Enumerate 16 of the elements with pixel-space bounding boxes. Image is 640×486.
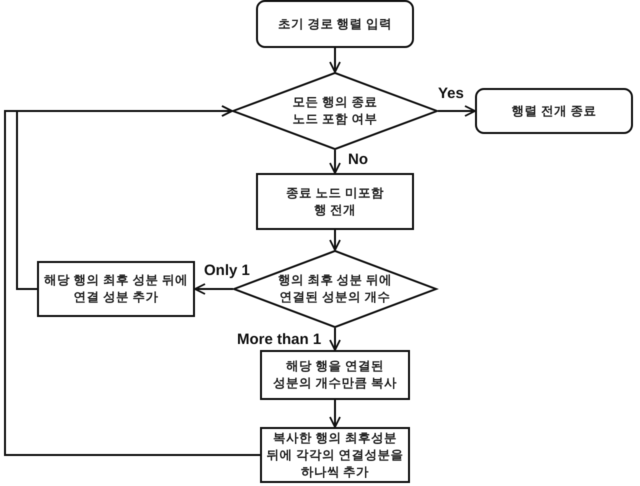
decision-diamond: 모든 행의 종료 노드 포함 여부: [232, 72, 438, 150]
rounded-box: 행렬 전개 종료: [475, 88, 633, 134]
arrow: [4, 105, 260, 456]
process-box: 해당 행을 연결된 성분의 개수만큼 복사: [260, 350, 410, 400]
process-box: 해당 행의 최후 성분 뒤에 연결 성분 추가: [37, 261, 195, 317]
edge-label: Only 1: [203, 262, 251, 279]
rounded-box: 초기 경로 행렬 입력: [256, 0, 414, 48]
arrow: [329, 48, 341, 73]
arrow: [194, 283, 233, 295]
arrow: [329, 150, 341, 174]
arrow: [329, 400, 341, 428]
process-box: 복사한 행의 최후성분 뒤에 각각의 연결성분을 하나씩 추가: [260, 427, 410, 483]
arrow: [329, 328, 341, 351]
arrow: [438, 105, 476, 117]
process-box: 종료 노드 미포함 행 전개: [256, 173, 414, 230]
arrow: [329, 230, 341, 251]
